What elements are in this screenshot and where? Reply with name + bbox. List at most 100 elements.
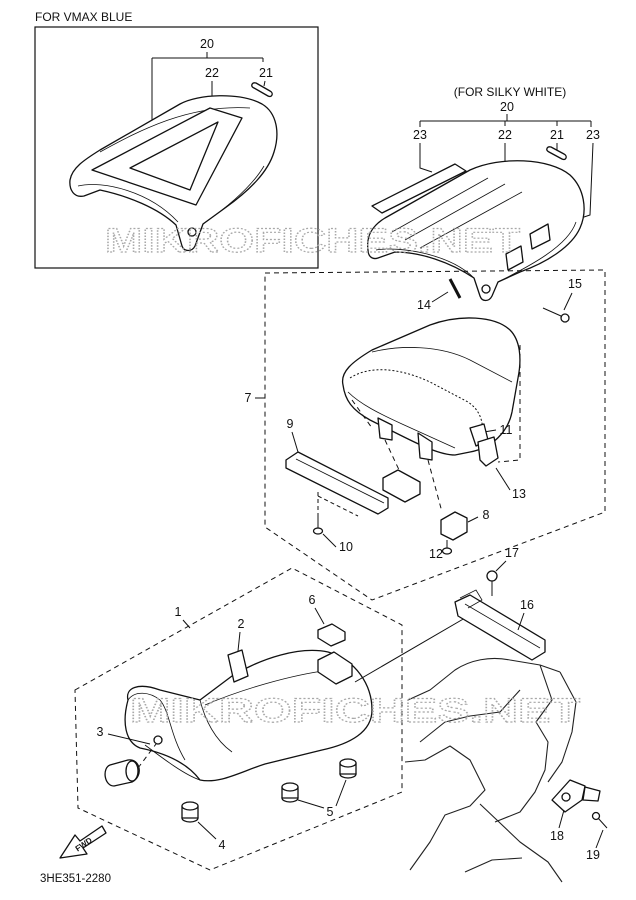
leader-16 (517, 612, 525, 631)
screw-19-shank (597, 817, 608, 829)
silky-bolt-hole (481, 284, 491, 294)
seat-lock-18-key (582, 786, 601, 802)
leader-2 (237, 631, 241, 652)
callout-13: 13 (512, 487, 526, 501)
callout-15: 15 (568, 277, 582, 291)
vmax-blue-emblem-21 (251, 82, 273, 98)
leader-15 (563, 292, 573, 311)
bar-9-edge (295, 458, 385, 504)
seat-7-bracket-left (377, 417, 393, 441)
bolt-10-head (312, 527, 324, 535)
callout-6: 6 (309, 593, 316, 607)
seat-lock-18-cylinder (561, 792, 571, 802)
bracket-13 (477, 436, 499, 467)
callout-inset-22: 22 (205, 66, 219, 80)
silky-side-decal-a (505, 245, 524, 271)
bolt-17-head (486, 570, 498, 582)
callout-1: 1 (175, 605, 182, 619)
seat-1-hook-bracket (317, 651, 353, 685)
vmax-blue-triangle-decal (129, 121, 219, 191)
leader-18 (558, 809, 565, 829)
leaders-silky (419, 142, 594, 226)
group-7-dashed-outline (264, 269, 606, 601)
screw-15-shank (542, 307, 562, 317)
seat-7-contours (347, 347, 513, 449)
silky-white-seat-cover (366, 160, 585, 302)
buckle-bracket (382, 469, 421, 503)
frame-rail-left (404, 745, 486, 871)
leader-17 (495, 560, 507, 572)
callout-silky-22: 22 (498, 128, 512, 142)
callout-14: 14 (417, 298, 431, 312)
callout-18: 18 (550, 829, 564, 843)
fwd-arrow-icon (59, 825, 107, 859)
callout-17: 17 (505, 546, 519, 560)
seat-7-pad (341, 317, 521, 456)
callout-12: 12 (429, 547, 443, 561)
seat-1-stud-hole (153, 735, 163, 745)
damper-4-sides (181, 806, 199, 818)
callout-3: 3 (97, 725, 104, 739)
bar-9-leaders (351, 399, 401, 473)
drawing-number: 3HE351-2280 (40, 873, 111, 885)
inset-border (34, 26, 319, 269)
leader-1 (182, 619, 191, 629)
silky-cover-stripes (375, 177, 577, 283)
frame-cross-member (419, 689, 521, 743)
bracket-8 (440, 511, 468, 541)
damper-4-top (181, 801, 199, 811)
bolt-12-head (441, 547, 453, 555)
silky-bracket-20 (419, 114, 592, 127)
callout-silky-23-right: 23 (586, 128, 600, 142)
silky-white-title: (FOR SILKY WHITE) (454, 85, 566, 99)
silky-side-decal-b (529, 223, 551, 250)
leader-4 (197, 821, 217, 840)
callout-2: 2 (238, 617, 245, 631)
callout-16: 16 (520, 598, 534, 612)
leader-19 (595, 829, 604, 849)
seat-7-bracket-right (417, 432, 433, 461)
seat-7-piping (349, 369, 483, 437)
callout-10: 10 (339, 540, 353, 554)
leader-6 (314, 607, 325, 625)
callout-silky-20: 20 (500, 100, 514, 114)
vmax-blue-cover-contours (77, 107, 265, 225)
seat-1-contours (127, 669, 331, 781)
callout-silky-21: 21 (550, 128, 564, 142)
inset-title: FOR VMAX BLUE (35, 10, 132, 24)
bar-9 (285, 451, 389, 515)
screw-19-head (591, 811, 601, 821)
leader-inset-21 (263, 80, 266, 87)
knob-3-leader-dash (137, 743, 157, 769)
callout-inset-21: 21 (259, 66, 273, 80)
leader-3 (107, 733, 151, 745)
callout-11: 11 (500, 423, 513, 437)
silky-side-stripe-23-left (371, 163, 467, 214)
damper-5a-top (281, 782, 299, 792)
frame-rail-upper (407, 657, 561, 701)
inset-bracket-20 (151, 52, 264, 120)
knob-3-face (125, 760, 139, 782)
leader-14 (431, 291, 449, 303)
screw-15-head (560, 313, 570, 323)
watermark-upper: MIKROFICHES.NET (105, 222, 520, 260)
silky-emblem-21 (546, 146, 567, 161)
rubber-6 (317, 623, 346, 647)
leader-5 (297, 779, 347, 809)
leader-9 (291, 431, 299, 453)
watermark-lower: MIKROFICHES.NET (130, 692, 580, 730)
frame-rail-right (494, 664, 553, 823)
damper-5b-top (339, 758, 357, 768)
seat-7-mount-leader (497, 345, 521, 463)
seat-to-lock-line (354, 617, 466, 683)
tab-2 (227, 649, 249, 683)
leader-13 (495, 467, 511, 491)
callout-inset-20: 20 (200, 37, 214, 51)
callout-5: 5 (327, 805, 334, 819)
seat-lock-bar-16-detail (459, 589, 541, 649)
pin-14 (448, 278, 462, 299)
callout-silky-23-left: 23 (413, 128, 427, 142)
vmax-blue-bolt-hole (187, 227, 197, 237)
